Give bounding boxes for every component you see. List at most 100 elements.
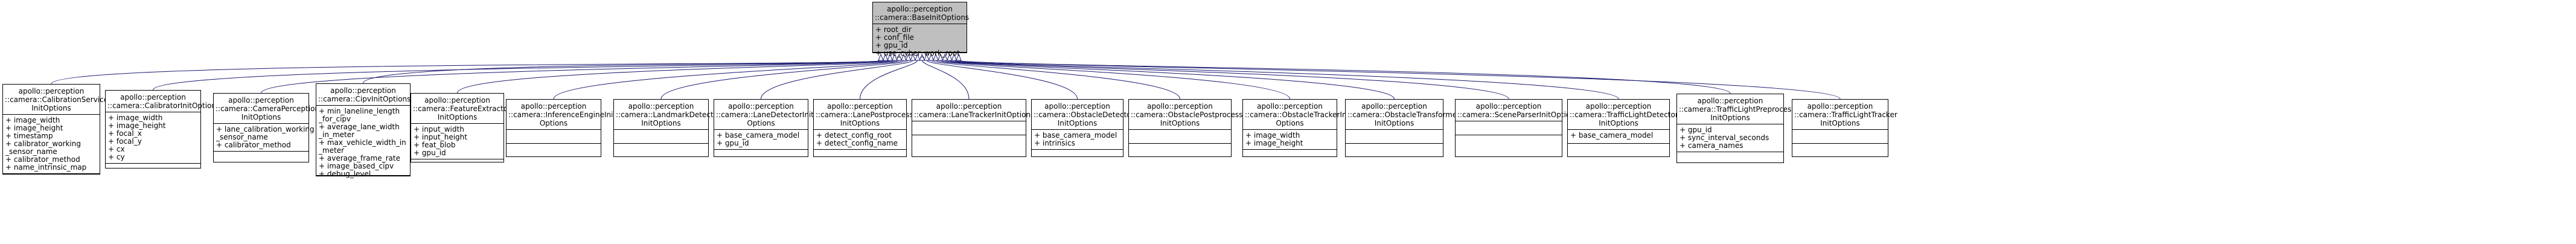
class-attributes <box>1129 130 1231 144</box>
class-name-line: ::camera::FeatureExtractor <box>413 104 511 113</box>
class-traffic-light-detector-init-options[interactable]: apollo::perception::camera::TrafficLight… <box>1567 99 1678 157</box>
attribute-line: + gpu_id <box>717 139 749 147</box>
attribute-line: + use_cyber_work_root <box>875 49 960 57</box>
class-name-line: ::camera::LaneDetectorInit <box>716 111 814 119</box>
class-name: apollo::perception::camera::FeatureExtra… <box>411 94 511 124</box>
attribute-line: + cy <box>108 153 125 161</box>
class-name-line: apollo::perception <box>887 5 953 13</box>
class-operations <box>1456 135 1562 156</box>
attribute-line: + image_height <box>5 124 63 132</box>
class-calibrator-init-options[interactable]: apollo::perception::camera::CalibratorIn… <box>105 90 220 169</box>
class-name: apollo::perception::camera::SceneParserI… <box>1456 100 1579 121</box>
inheritance-arrowhead <box>887 53 893 61</box>
class-calibration-service-init-options[interactable]: apollo::perception::camera::CalibrationS… <box>2 84 108 175</box>
inheritance-arrowhead <box>878 53 884 61</box>
class-feature-extractor-init-options[interactable]: apollo::perception::camera::FeatureExtra… <box>411 93 511 162</box>
class-obstacle-transformer-init-options[interactable]: apollo::perception::camera::ObstacleTran… <box>1345 99 1460 157</box>
attribute-line: + sync_interval_seconds <box>1680 133 1769 142</box>
class-attributes: + detect_config_root+ detect_config_name <box>814 130 906 150</box>
inheritance-arrowhead <box>924 53 930 61</box>
class-operations <box>1243 150 1337 156</box>
attribute-line: + image_width <box>1245 131 1300 140</box>
class-attributes: + image_width+ image_height+ focal_x+ fo… <box>106 112 200 164</box>
class-name-line: apollo::perception <box>728 102 794 111</box>
class-operations <box>614 144 708 156</box>
class-obstacle-tracker-init-options[interactable]: apollo::perception::camera::ObstacleTrac… <box>1242 99 1352 157</box>
class-operations <box>1032 150 1123 156</box>
class-name-line: apollo::perception <box>424 96 490 104</box>
class-operations <box>1129 144 1231 156</box>
class-name: apollo::perception::camera::TrafficLight… <box>1792 100 1897 130</box>
class-attributes: + lane_calibration_working_sensor_name+ … <box>214 124 315 152</box>
attribute-line: + min_laneline_length <box>319 107 400 115</box>
class-name-line: apollo::perception <box>936 102 1002 111</box>
class-name-line: apollo::perception <box>228 96 294 104</box>
inheritance-edge <box>860 60 918 100</box>
class-lane-detector-init-options[interactable]: apollo::perception::camera::LaneDetector… <box>714 99 814 157</box>
attribute-line: + lane_calibration_working <box>216 125 315 133</box>
class-name-line: ::camera::CameraPerception <box>216 104 320 113</box>
class-name-line: ::camera::ObstacleTransformer <box>1347 111 1460 119</box>
attribute-line: + max_vehicle_width_in <box>319 138 406 147</box>
class-lane-postprocessor-init-options[interactable]: apollo::perception::camera::LanePostproc… <box>813 99 921 157</box>
class-cipv-init-options[interactable]: apollo::perception::camera::CipvInitOpti… <box>316 83 411 178</box>
class-attributes: + base_camera_model <box>1568 130 1669 144</box>
class-traffic-light-tracker-init-options[interactable]: apollo::perception::camera::TrafficLight… <box>1792 99 1897 157</box>
class-name: apollo::perception::camera::CalibrationS… <box>3 85 108 115</box>
attribute-line: + calibrator_method <box>5 155 80 164</box>
class-name-line: ::camera::TrafficLightTracker <box>1794 111 1897 119</box>
attribute-line: + root_dir <box>875 25 912 34</box>
attribute-line: + calibrator_method <box>216 141 291 149</box>
class-attributes: + image_width+ image_height+ timestamp+ … <box>3 115 100 174</box>
class-name-line: apollo::perception <box>1147 102 1213 111</box>
class-base-init-options[interactable]: apollo::perception::camera::BaseInitOpti… <box>872 2 969 57</box>
class-name-line: InitOptions <box>437 113 478 121</box>
class-name-line: apollo::perception <box>18 87 85 95</box>
attribute-line: _for_cipv <box>319 115 351 123</box>
class-name: apollo::perception::camera::CalibratorIn… <box>106 91 220 112</box>
class-name-line: apollo::perception <box>1361 102 1427 111</box>
class-attributes <box>1456 121 1562 135</box>
class-lane-tracker-init-options[interactable]: apollo::perception::camera::LaneTrackerI… <box>912 99 1035 157</box>
class-name-line: InitOptions <box>31 104 71 112</box>
inheritance-edge <box>553 60 904 100</box>
class-obstacle-detector-init-options[interactable]: apollo::perception::camera::ObstacleDete… <box>1031 99 1134 157</box>
class-attributes: + gpu_id+ sync_interval_seconds+ camera_… <box>1677 124 1783 152</box>
inheritance-edge <box>940 60 1395 100</box>
class-camera-perception-init-options[interactable]: apollo::perception::camera::CameraPercep… <box>213 93 320 162</box>
inheritance-edges <box>51 53 1841 100</box>
inheritance-edge <box>953 60 1731 94</box>
inheritance-edge <box>261 60 890 94</box>
attribute-line: + calibrator_working <box>5 140 81 148</box>
class-attributes: + root_dir+ conf_file+ gpu_id+ use_cyber… <box>873 24 967 57</box>
inheritance-arrowhead <box>947 53 953 61</box>
inheritance-arrowhead <box>882 53 889 61</box>
class-obstacle-postprocessor-init-options[interactable]: apollo::perception::camera::ObstaclePost… <box>1128 99 1250 157</box>
class-inference-engine-init-options[interactable]: apollo::perception::camera::InferenceEng… <box>506 99 616 157</box>
attribute-line: + gpu_id <box>875 41 908 50</box>
class-name-line: ::camera::TrafficLightPreprocessor <box>1679 105 1803 114</box>
class-name-line: InitOptions <box>1160 119 1200 127</box>
class-name-line: ::camera::ObstacleTrackerInit <box>1245 111 1352 119</box>
class-name-line: apollo::perception <box>1475 102 1542 111</box>
class-name-line: Options <box>747 119 775 127</box>
attribute-line: _in_meter <box>319 130 355 139</box>
class-name-line: apollo::perception <box>520 102 587 111</box>
inheritance-arrowhead <box>919 53 925 61</box>
class-name-line: Options <box>539 119 568 127</box>
attribute-line: + name_intrinsic_map <box>5 163 87 172</box>
class-name-line: ::camera::CalibratorInitOptions <box>107 101 220 110</box>
attribute-line: + gpu_id <box>414 149 446 157</box>
inheritance-arrowhead <box>905 53 912 61</box>
class-name-line: ::camera::LaneTrackerInitOptions <box>914 111 1035 119</box>
attribute-line: + base_camera_model <box>717 131 800 140</box>
class-landmark-detector-init-options[interactable]: apollo::perception::camera::LandmarkDete… <box>613 99 721 157</box>
class-operations <box>507 144 601 156</box>
inheritance-edge <box>949 60 1619 100</box>
class-traffic-light-preprocessor-init-options[interactable]: apollo::perception::camera::TrafficLight… <box>1676 94 1803 163</box>
attribute-line: + cx <box>108 145 125 153</box>
class-name-line: apollo::perception <box>1585 102 1652 111</box>
attribute-line: + detect_config_root <box>816 131 892 140</box>
class-scene-parser-init-options[interactable]: apollo::perception::camera::SceneParserI… <box>1455 99 1579 157</box>
